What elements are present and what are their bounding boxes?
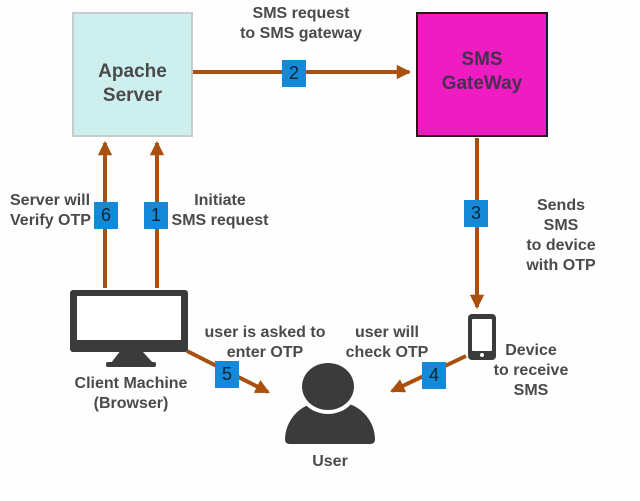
step-label-6: Server will Verify OTP: [10, 192, 91, 229]
step-badge-5: 5: [215, 361, 239, 388]
step-badge-1: 1: [144, 202, 168, 229]
node-apache-server: Apache Server: [72, 12, 193, 137]
step-badge-6: 6: [94, 202, 118, 229]
device-label: Device to receive SMS: [493, 342, 569, 399]
user-icon: [302, 363, 354, 410]
step-label-1: Initiate SMS request: [171, 192, 269, 229]
monitor-stand: [111, 351, 153, 363]
step-label-5: user is asked to enter OTP: [204, 324, 326, 361]
user-label: User: [312, 453, 348, 470]
step-badge-2: 2: [282, 60, 306, 87]
node-sms-gateway: SMS GateWay: [416, 12, 548, 137]
step-label-3: Sends SMS to device with OTP: [526, 197, 596, 274]
monitor-base: [106, 362, 156, 367]
monitor-screen: [77, 296, 181, 340]
smartphone-screen: [472, 319, 492, 351]
step-badge-4: 4: [422, 362, 446, 389]
smartphone-home-button: [480, 353, 484, 357]
step-label-2: SMS request to SMS gateway: [240, 5, 362, 42]
step-badge-3: 3: [464, 200, 488, 227]
step-label-4: user will check OTP: [345, 324, 429, 361]
client-machine-label: Client Machine (Browser): [74, 375, 188, 412]
